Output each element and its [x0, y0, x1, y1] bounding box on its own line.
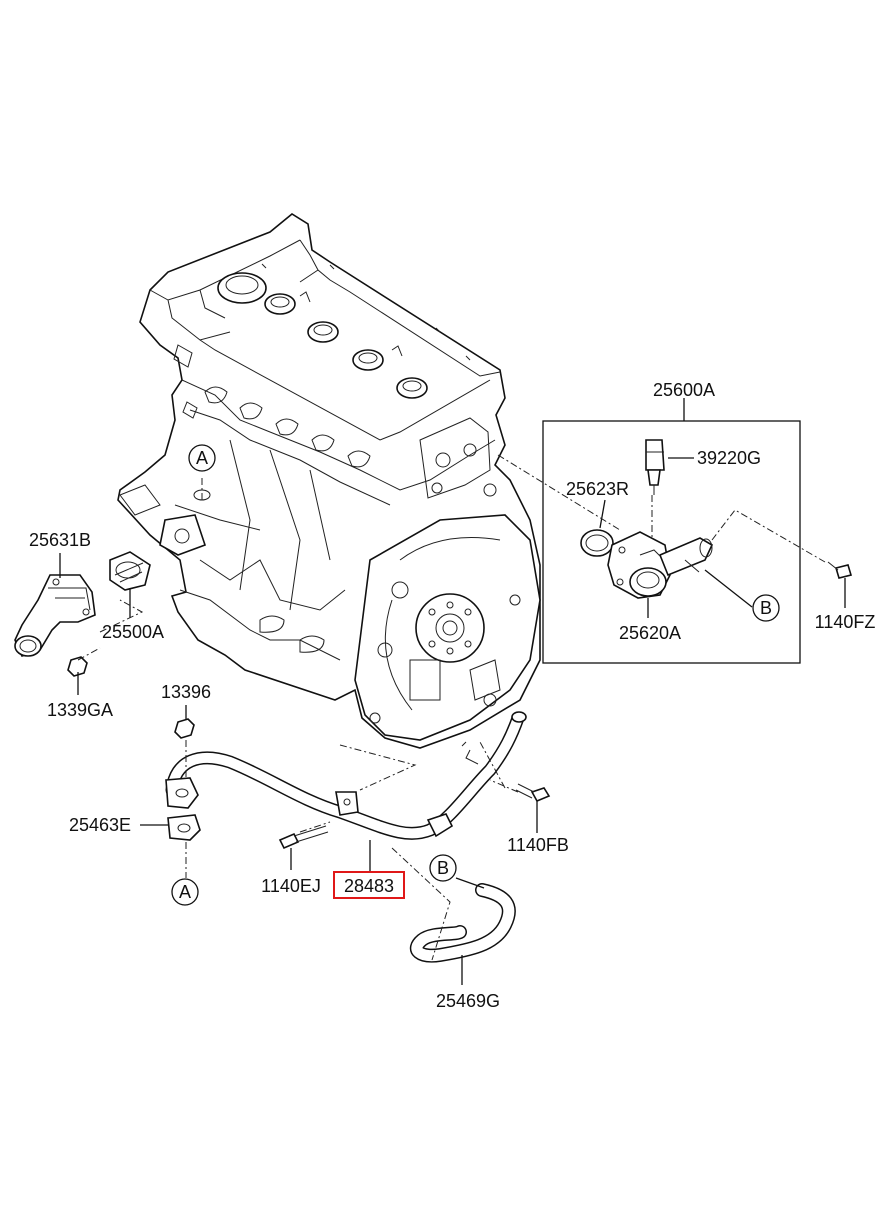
nut-1339ga — [67, 656, 88, 677]
label-25631b: 25631B — [29, 530, 91, 550]
thermostat — [109, 551, 151, 591]
label-25623r: 25623R — [566, 479, 629, 499]
water-inlet-fitting — [14, 574, 96, 657]
highlight-box — [333, 871, 405, 899]
label-25463e: 25463E — [69, 815, 131, 835]
water-pipe-28483 — [165, 711, 527, 840]
ref-b-hose-text: B — [437, 858, 449, 878]
ref-a-bottom-text: A — [179, 882, 191, 902]
label-1140fb: 1140FB — [507, 835, 569, 855]
ref-b-hose: B — [429, 854, 457, 882]
label-25469g: 25469G — [436, 991, 500, 1011]
label-39220g: 39220G — [697, 448, 761, 468]
label-25600a: 25600A — [653, 380, 715, 400]
label-25500a: 25500A — [102, 622, 164, 642]
engine-block — [117, 213, 541, 749]
label-1339ga: 1339GA — [47, 700, 113, 720]
leader-lines — [59, 398, 846, 985]
label-28483: 28483 — [344, 876, 394, 896]
center-lines — [77, 454, 826, 961]
highlighted-part-28483[interactable]: 28483 — [333, 871, 405, 899]
ref-a-bottom: A — [171, 878, 199, 906]
o-ring-25623r — [580, 529, 614, 557]
label-13396: 13396 — [161, 682, 211, 702]
ref-b-box-text: B — [760, 598, 772, 618]
bolt-1140fz — [827, 561, 853, 579]
temperature-sensor — [645, 439, 665, 495]
water-outlet-housing — [607, 531, 714, 599]
bolt-13396 — [174, 718, 195, 739]
bolt-1140ej — [278, 825, 329, 850]
bolt-1140fb — [515, 783, 551, 803]
hose-25469g — [409, 883, 516, 963]
ref-a-engine: A — [188, 444, 216, 501]
label-25620a: 25620A — [619, 623, 681, 643]
ref-a-engine-text: A — [196, 448, 208, 468]
label-1140ej: 1140EJ — [261, 876, 321, 896]
gasket-25463e — [167, 814, 201, 841]
outlet-group-box — [542, 420, 801, 664]
ref-b-box: B — [752, 594, 780, 622]
label-1140fz: 1140FZ — [815, 612, 876, 632]
